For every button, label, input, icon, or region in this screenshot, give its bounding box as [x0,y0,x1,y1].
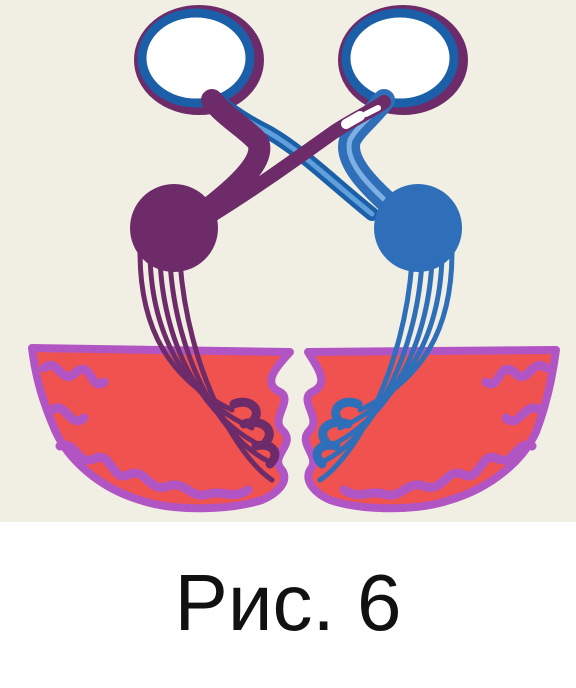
right-cortex-hemisphere [301,346,560,513]
right-geniculate-body [374,184,462,272]
visual-cortex [28,344,560,513]
optic-pathways [193,89,409,223]
left-cortex-gyri [39,361,253,500]
right-eye [338,5,468,115]
left-eye [134,5,264,115]
left-optic-radiation [137,249,280,483]
right-eye-retina [341,8,459,108]
right-cortex-fiber-endings [312,397,363,469]
left-cortex-fiber-endings [229,397,280,469]
right-cortex-gyri [339,361,551,500]
right-optic-radiation [312,249,455,483]
figure-caption: Рис. 6 [174,558,402,647]
left-geniculate-body [130,184,218,272]
left-eye-retina [137,8,255,108]
visual-pathway-diagram [0,0,576,522]
left-eye-uncrossed-fibers [193,89,271,223]
